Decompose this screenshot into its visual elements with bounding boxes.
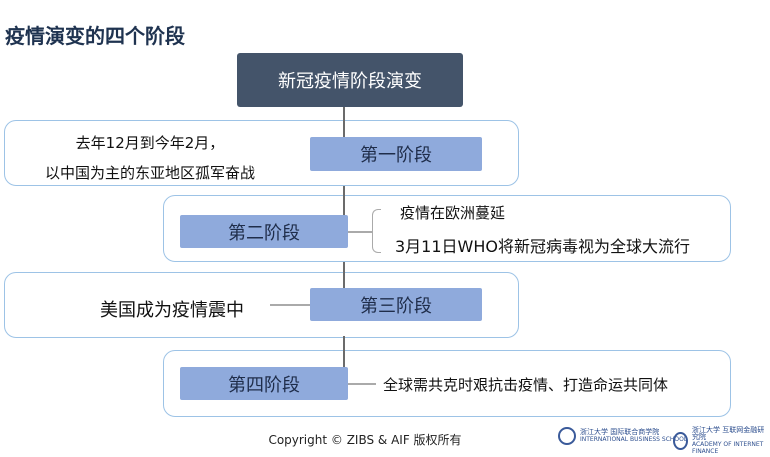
university-seal-icon [673,432,688,450]
logo-text: 浙江大学 国际联合商学院 [580,428,660,436]
bracket [372,209,381,253]
stage-1-detail: 去年12月到今年2月， [75,134,225,152]
stage-1-group [4,120,519,186]
connector-line [343,336,345,367]
detail-connector [270,304,310,306]
root-node: 新冠疫情阶段演变 [237,53,463,107]
logo-text: 浙江大学 互联网金融研究院 [691,426,765,441]
bracket-connector [348,231,372,233]
stage-4-detail: 全球需共克时艰抗击疫情、打造命运共同体 [383,376,669,394]
stage-1-details: 去年12月到今年2月， 以中国为主的东亚地区孤军奋战 [0,128,300,188]
stage-3-detail: 美国成为疫情震中 [100,300,244,321]
stage-2-detail: 3月11日WHO将新冠病毒视为全球大流行 [395,237,690,256]
detail-connector [348,383,376,385]
stage-3-label: 第三阶段 [310,288,482,321]
connector-line [343,195,345,215]
slide-title: 疫情演变的四个阶段 [5,24,185,48]
connector-line [343,272,345,288]
logo-text: INTERNATIONAL BUSINESS SCHOOL [580,436,688,443]
copyright: Copyright © ZIBS & AIF 版权所有 [268,433,462,447]
logo-text: ACADEMY OF INTERNET FINANCE [691,441,764,455]
stage-2-detail: 疫情在欧洲蔓延 [400,204,506,222]
stage-4-label: 第四阶段 [180,367,348,400]
stage-1-detail: 以中国为主的东亚地区孤军奋战 [44,164,255,182]
stage-1-label: 第一阶段 [310,137,482,171]
connector-line [343,120,345,137]
university-seal-icon [558,427,576,445]
stage-2-label: 第二阶段 [180,215,348,248]
